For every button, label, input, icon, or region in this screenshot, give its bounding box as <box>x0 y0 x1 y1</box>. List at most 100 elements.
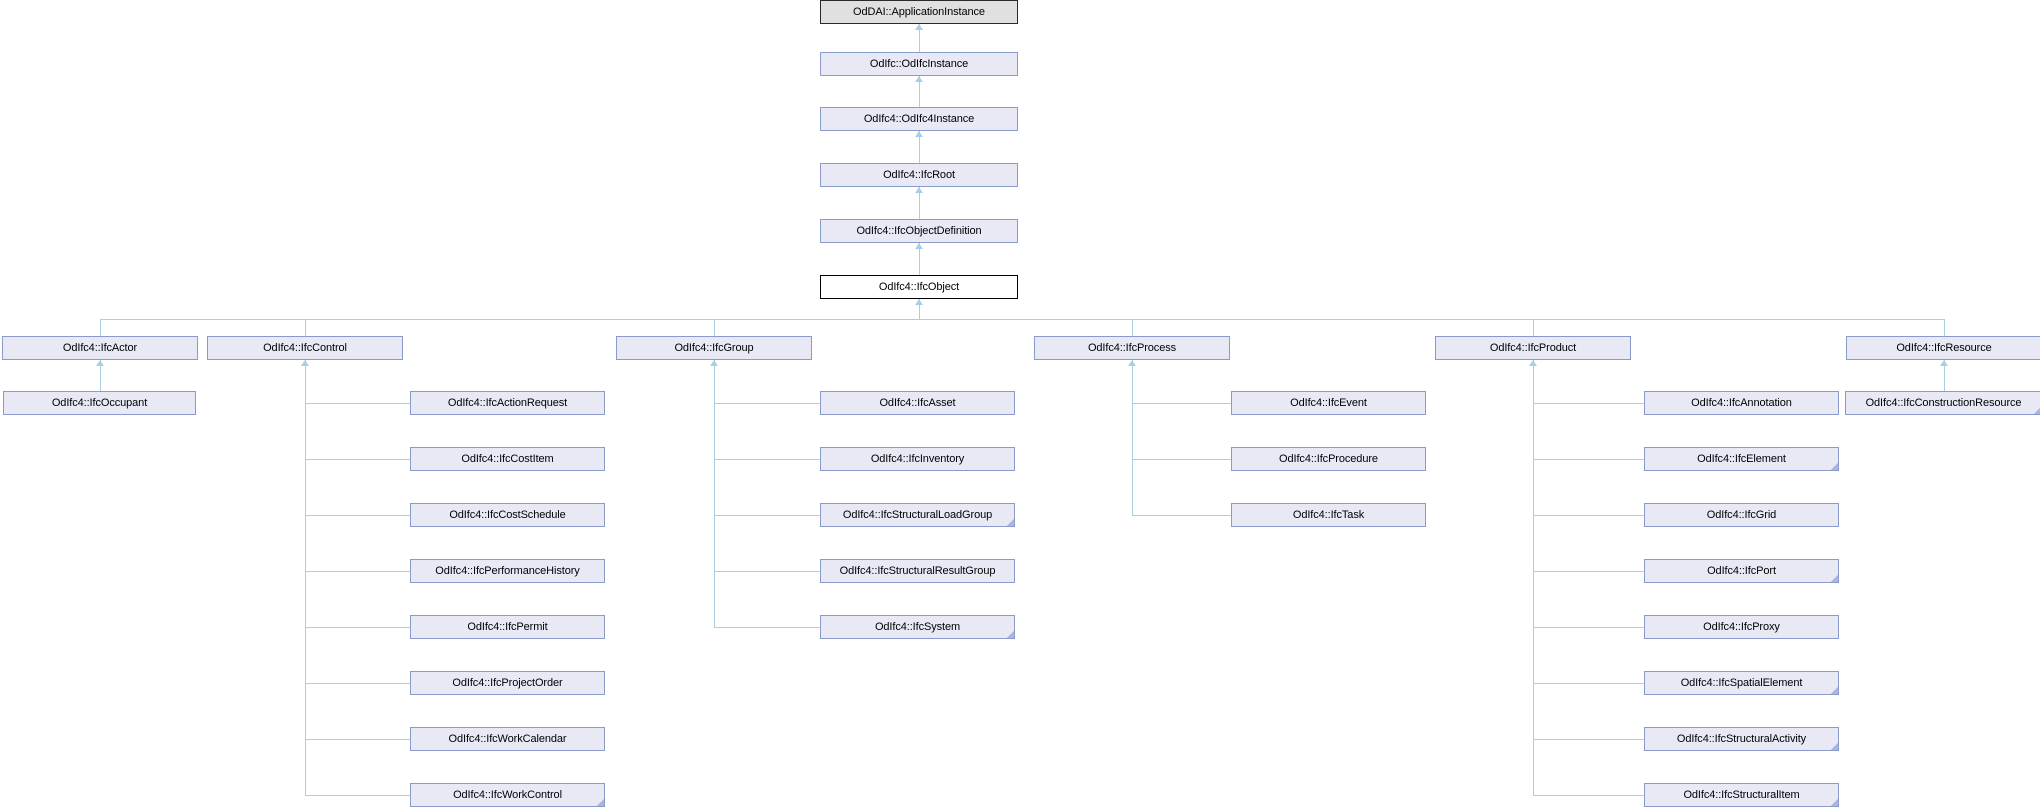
edge-child-connector <box>1132 403 1231 404</box>
class-node-odifc4-ifcport[interactable]: OdIfc4::IfcPort <box>1644 559 1839 583</box>
edge-child-connector <box>305 795 410 796</box>
class-node-odifc4-ifcprojectorder[interactable]: OdIfc4::IfcProjectOrder <box>410 671 605 695</box>
class-node-odifc4-ifcpermit[interactable]: OdIfc4::IfcPermit <box>410 615 605 639</box>
edge-spine-4 <box>919 187 920 219</box>
class-name-label: OdIfc4::IfcGrid <box>1706 509 1777 521</box>
class-node-odifc4-ifcstructuralresultgroup[interactable]: OdIfc4::IfcStructuralResultGroup <box>820 559 1015 583</box>
class-name-label: OdIfc4::IfcPerformanceHistory <box>435 565 580 577</box>
class-node-odifc4-ifccostschedule[interactable]: OdIfc4::IfcCostSchedule <box>410 503 605 527</box>
edge-spine-2 <box>919 76 920 107</box>
class-node-odifc4-ifcstructuralactivity[interactable]: OdIfc4::IfcStructuralActivity <box>1644 727 1839 751</box>
class-name-label: OdDAI::ApplicationInstance <box>853 6 985 18</box>
class-node-odifc4-ifccostitem[interactable]: OdIfc4::IfcCostItem <box>410 447 605 471</box>
class-node-odifc4-ifccontrol[interactable]: OdIfc4::IfcControl <box>207 336 403 360</box>
class-name-label: OdIfc4::IfcTask <box>1292 509 1365 521</box>
edge-child-connector <box>305 571 410 572</box>
edge-spine-3 <box>919 131 920 163</box>
class-node-odifc4-ifcproxy[interactable]: OdIfc4::IfcProxy <box>1644 615 1839 639</box>
edge-child-connector <box>305 683 410 684</box>
edge-bus-to-branch-odifc4-ifcresource <box>1944 319 1945 336</box>
class-node-odifc4-ifcsystem[interactable]: OdIfc4::IfcSystem <box>820 615 1015 639</box>
edge-spine-to-bus <box>919 299 920 319</box>
edge-child-connector <box>714 627 820 628</box>
class-name-label: OdIfc4::IfcWorkCalendar <box>448 733 567 745</box>
class-node-odifc4-ifcconstructionresource[interactable]: OdIfc4::IfcConstructionResource <box>1845 391 2040 415</box>
class-node-odifc4-ifcevent[interactable]: OdIfc4::IfcEvent <box>1231 391 1426 415</box>
edge-bus-to-branch-odifc4-ifcgroup <box>714 319 715 336</box>
edge-branch-stem-odifc4-ifccontrol <box>305 360 306 795</box>
edge-child-connector <box>714 403 820 404</box>
class-node-odifc4-ifcobject[interactable]: OdIfc4::IfcObject <box>820 275 1018 299</box>
edge-child-connector <box>714 571 820 572</box>
class-node-odifc-odifcinstance[interactable]: OdIfc::OdIfcInstance <box>820 52 1018 76</box>
edge-branch-bus <box>100 319 1944 320</box>
class-node-odifc4-ifcperformancehistory[interactable]: OdIfc4::IfcPerformanceHistory <box>410 559 605 583</box>
class-node-odifc4-ifcworkcontrol[interactable]: OdIfc4::IfcWorkControl <box>410 783 605 807</box>
class-node-odifc4-ifcprocedure[interactable]: OdIfc4::IfcProcedure <box>1231 447 1426 471</box>
class-name-label: OdIfc4::IfcInventory <box>870 453 965 465</box>
inheritance-arrow-icon <box>301 360 309 366</box>
class-node-odifc4-ifcworkcalendar[interactable]: OdIfc4::IfcWorkCalendar <box>410 727 605 751</box>
edge-child-connector <box>1533 627 1644 628</box>
inheritance-arrow-icon <box>96 360 104 366</box>
class-node-odifc4-ifcobjectdefinition[interactable]: OdIfc4::IfcObjectDefinition <box>820 219 1018 243</box>
edge-child-connector <box>714 515 820 516</box>
class-node-odifc4-ifcprocess[interactable]: OdIfc4::IfcProcess <box>1034 336 1230 360</box>
class-name-label: OdIfc4::IfcResource <box>1896 342 1992 354</box>
class-name-label: OdIfc4::IfcStructuralResultGroup <box>839 565 996 577</box>
class-name-label: OdIfc4::IfcControl <box>263 342 347 354</box>
class-name-label: OdIfc4::OdIfc4Instance <box>863 113 975 125</box>
inheritance-arrow-icon <box>1529 360 1537 366</box>
edge-branch-stem-odifc4-ifcresource <box>1944 360 1945 403</box>
edge-child-connector <box>305 627 410 628</box>
class-node-odifc4-ifcresource[interactable]: OdIfc4::IfcResource <box>1846 336 2040 360</box>
edge-spine-5 <box>919 243 920 275</box>
class-node-odifc4-ifcelement[interactable]: OdIfc4::IfcElement <box>1644 447 1839 471</box>
edge-child-connector <box>1533 795 1644 796</box>
class-node-oddai-applicationinstance[interactable]: OdDAI::ApplicationInstance <box>820 0 1018 24</box>
edge-child-connector <box>305 515 410 516</box>
class-node-odifc4-ifcinventory[interactable]: OdIfc4::IfcInventory <box>820 447 1015 471</box>
class-node-odifc4-ifcoccupant[interactable]: OdIfc4::IfcOccupant <box>3 391 196 415</box>
class-name-label: OdIfc4::IfcActionRequest <box>447 397 568 409</box>
class-name-label: OdIfc4::IfcStructuralActivity <box>1676 733 1807 745</box>
edge-branch-stem-odifc4-ifcgroup <box>714 360 715 627</box>
class-name-label: OdIfc4::IfcStructuralItem <box>1683 789 1800 801</box>
class-name-label: OdIfc4::IfcStructuralLoadGroup <box>842 509 993 521</box>
class-node-odifc4-ifcgrid[interactable]: OdIfc4::IfcGrid <box>1644 503 1839 527</box>
inheritance-arrow-icon <box>915 24 923 30</box>
edge-bus-to-branch-odifc4-ifcactor <box>100 319 101 336</box>
edge-spine-1 <box>919 24 920 52</box>
class-node-odifc4-ifctask[interactable]: OdIfc4::IfcTask <box>1231 503 1426 527</box>
edge-child-connector <box>1132 515 1231 516</box>
class-node-odifc4-ifcroot[interactable]: OdIfc4::IfcRoot <box>820 163 1018 187</box>
edge-child-connector <box>714 459 820 460</box>
inheritance-arrow-icon <box>915 76 923 82</box>
class-node-odifc4-ifcstructuralitem[interactable]: OdIfc4::IfcStructuralItem <box>1644 783 1839 807</box>
class-node-odifc4-ifcasset[interactable]: OdIfc4::IfcAsset <box>820 391 1015 415</box>
class-name-label: OdIfc4::IfcProjectOrder <box>452 677 563 689</box>
class-node-odifc4-ifcspatialelement[interactable]: OdIfc4::IfcSpatialElement <box>1644 671 1839 695</box>
class-node-odifc4-ifcgroup[interactable]: OdIfc4::IfcGroup <box>616 336 812 360</box>
class-node-odifc4-ifcannotation[interactable]: OdIfc4::IfcAnnotation <box>1644 391 1839 415</box>
class-node-odifc4-ifcactionrequest[interactable]: OdIfc4::IfcActionRequest <box>410 391 605 415</box>
class-name-label: OdIfc4::IfcCostSchedule <box>449 509 566 521</box>
class-node-odifc4-ifcactor[interactable]: OdIfc4::IfcActor <box>2 336 198 360</box>
class-name-label: OdIfc4::IfcProxy <box>1703 621 1780 633</box>
edge-bus-to-branch-odifc4-ifcprocess <box>1132 319 1133 336</box>
class-name-label: OdIfc4::IfcProcedure <box>1279 453 1378 465</box>
class-name-label: OdIfc4::IfcCostItem <box>461 453 554 465</box>
class-name-label: OdIfc4::IfcActor <box>62 342 138 354</box>
inheritance-arrow-icon <box>915 187 923 193</box>
class-node-odifc4-ifcproduct[interactable]: OdIfc4::IfcProduct <box>1435 336 1631 360</box>
class-name-label: OdIfc4::IfcWorkControl <box>453 789 562 801</box>
class-name-label: OdIfc4::IfcPermit <box>467 621 548 633</box>
class-name-label: OdIfc4::IfcOccupant <box>51 397 148 409</box>
edge-child-connector <box>1533 571 1644 572</box>
class-node-odifc4-ifcstructuralloadgroup[interactable]: OdIfc4::IfcStructuralLoadGroup <box>820 503 1015 527</box>
class-node-odifc4-odifc4instance[interactable]: OdIfc4::OdIfc4Instance <box>820 107 1018 131</box>
class-name-label: OdIfc4::IfcAsset <box>879 397 956 409</box>
class-name-label: OdIfc4::IfcProduct <box>1489 342 1577 354</box>
class-name-label: OdIfc4::IfcPort <box>1707 565 1776 577</box>
